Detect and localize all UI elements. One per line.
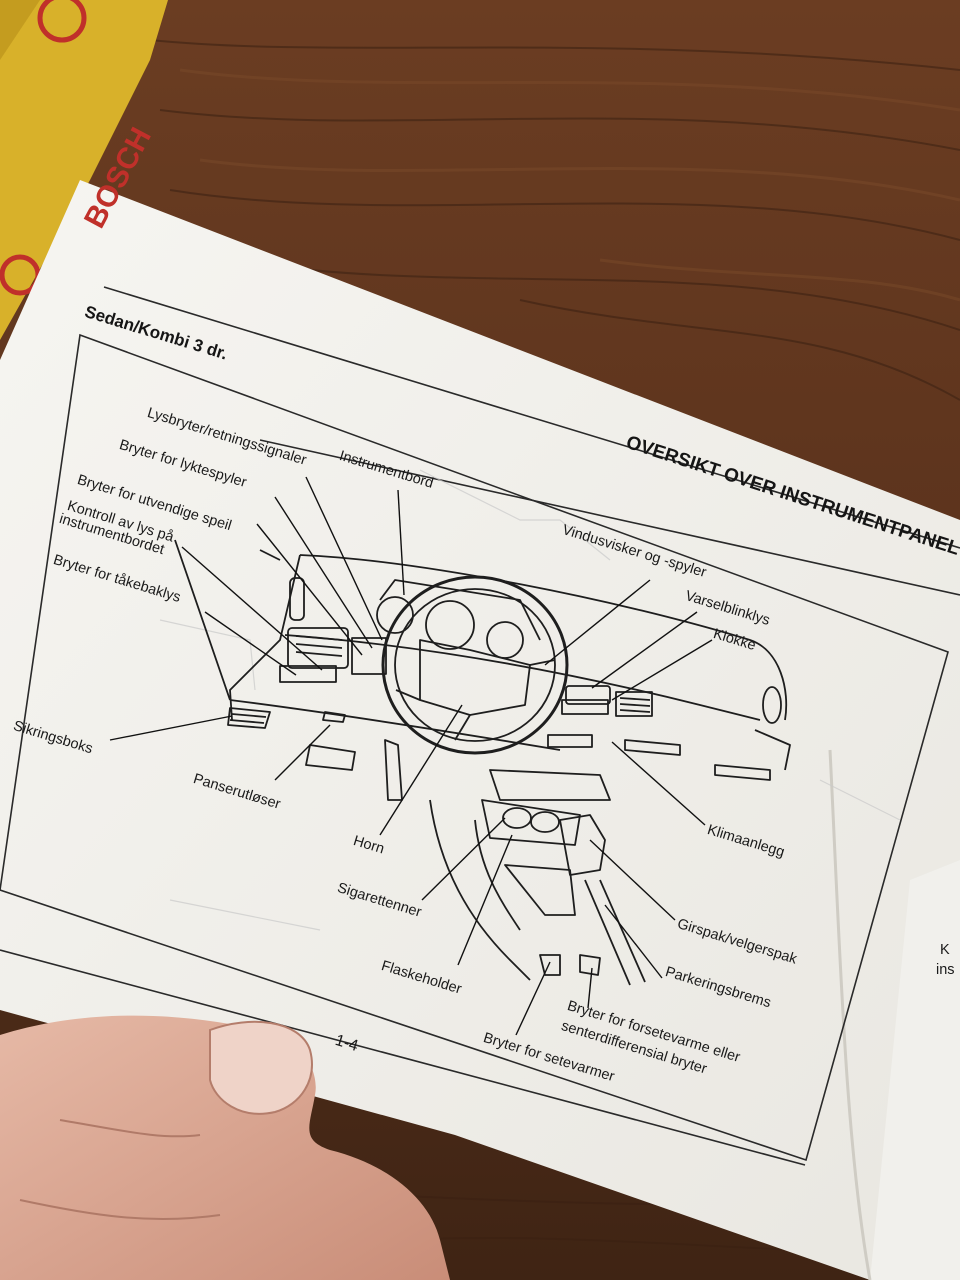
diagram-frame — [0, 333, 949, 1162]
right-page-fragment-2: ins — [936, 962, 955, 978]
right-page-fragment-1: K — [940, 942, 950, 958]
callout-leaders — [109, 476, 713, 1036]
header-rule — [103, 286, 960, 549]
bosch-box — [0, 0, 168, 340]
booklet-page — [0, 180, 960, 1280]
dashboard-diagram — [174, 539, 791, 986]
footer-rule — [0, 949, 806, 1166]
thumbnail — [209, 1020, 313, 1115]
hand — [0, 1015, 450, 1280]
bosch-logo — [37, 0, 87, 43]
